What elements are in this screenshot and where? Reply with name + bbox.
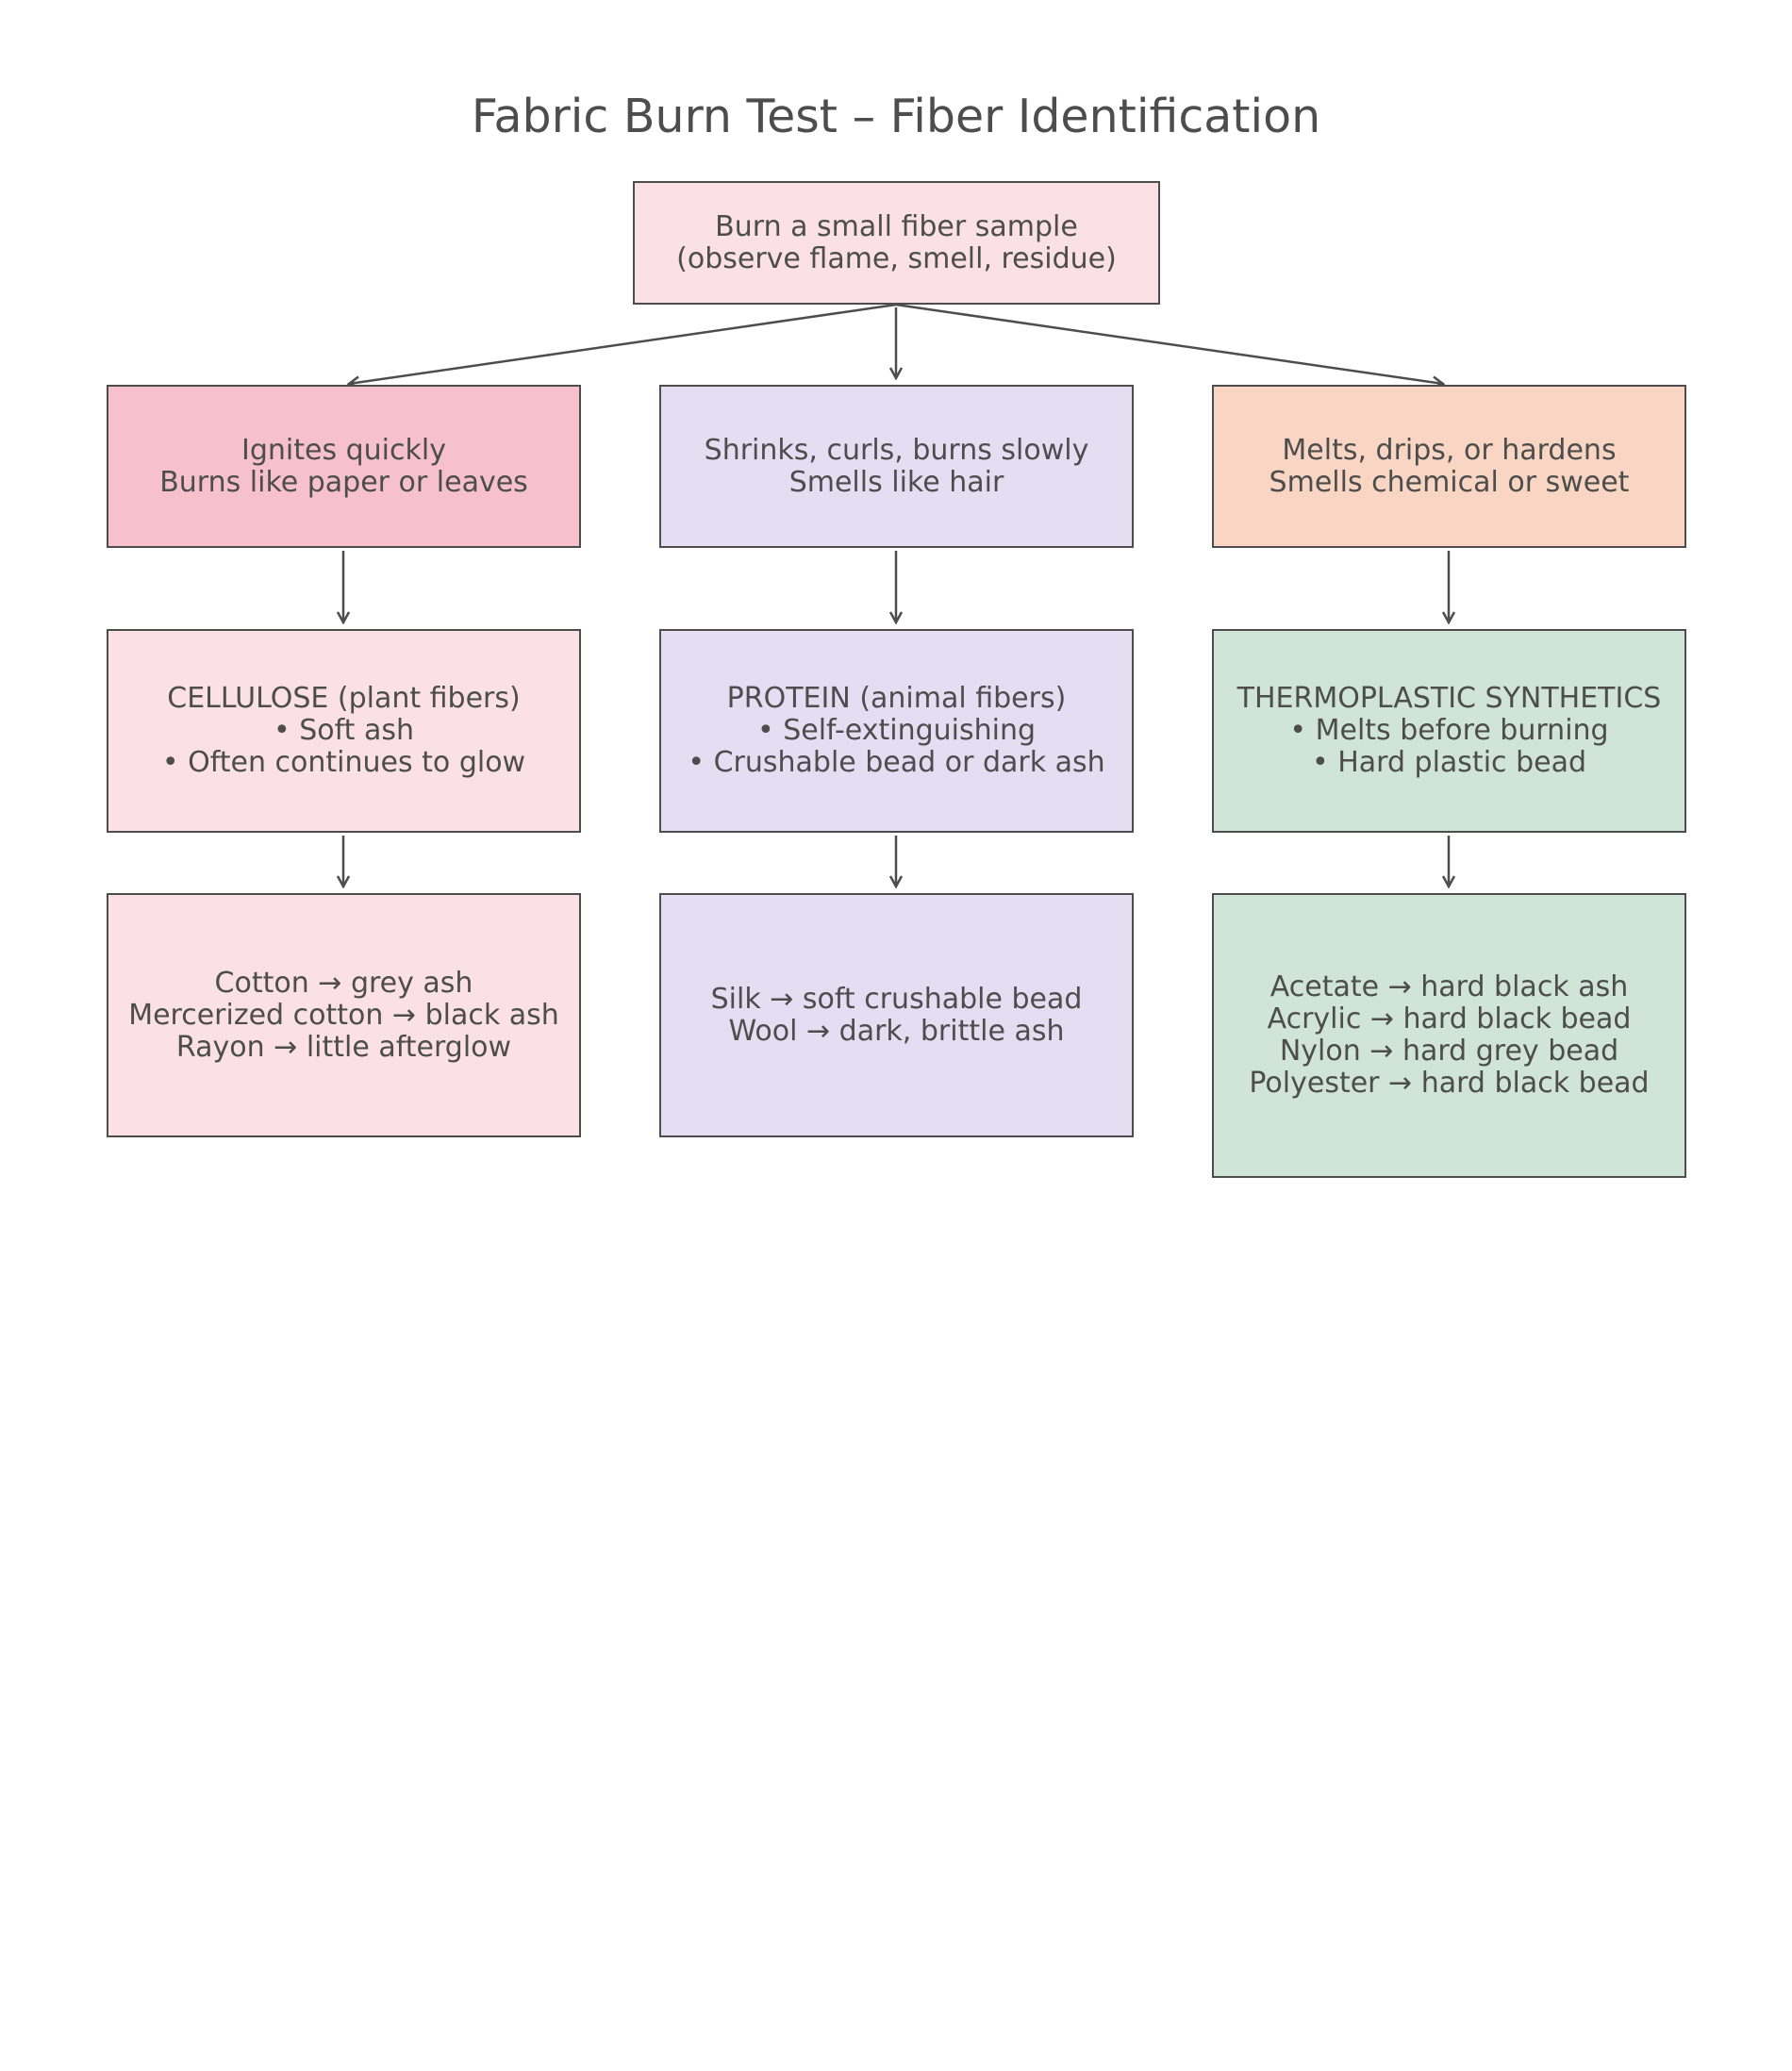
protein-examples-node: Silk → soft crushable bead Wool → dark, … [659, 893, 1134, 1137]
synthetic-observation-line-2: Smells chemical or sweet [1269, 465, 1630, 499]
cellulose-example-1: Cotton → grey ash [214, 966, 473, 1000]
synthetic-example-2: Acrylic → hard black bead [1267, 1002, 1632, 1036]
synthetic-observation-line-1: Melts, drips, or hardens [1282, 433, 1617, 467]
protein-observation-node: Shrinks, curls, burns slowly Smells like… [659, 385, 1134, 548]
root-node: Burn a small fiber sample (observe flame… [633, 181, 1160, 305]
protein-category-node: PROTEIN (animal fibers) • Self-extinguis… [659, 629, 1134, 833]
protein-observation-line-2: Smells like hair [788, 465, 1004, 499]
synthetic-example-1: Acetate → hard black ash [1269, 970, 1629, 1003]
root-line-2: (observe flame, smell, residue) [676, 241, 1117, 275]
cellulose-observation-line-1: Ignites quickly [241, 433, 446, 467]
cellulose-category-bullet-2: • Often continues to glow [161, 746, 526, 779]
root-line-1: Burn a small fiber sample [715, 209, 1078, 243]
protein-observation-line-1: Shrinks, curls, burns slowly [704, 433, 1089, 467]
cellulose-observation-line-2: Burns like paper or leaves [159, 465, 528, 499]
cellulose-category-heading: CELLULOSE (plant fibers) [167, 682, 521, 715]
synthetic-observation-node: Melts, drips, or hardens Smells chemical… [1212, 385, 1686, 548]
cellulose-example-2: Mercerized cotton → black ash [128, 998, 559, 1032]
synthetic-example-3: Nylon → hard grey bead [1279, 1035, 1619, 1068]
protein-category-bullet-2: • Crushable bead or dark ash [688, 746, 1105, 779]
protein-example-1: Silk → soft crushable bead [710, 982, 1083, 1016]
synthetic-category-bullet-1: • Melts before burning [1289, 714, 1609, 747]
cellulose-examples-node: Cotton → grey ash Mercerized cotton → bl… [107, 893, 581, 1137]
arrow-root-to-synthetic-observation [895, 303, 1443, 384]
cellulose-category-bullet-1: • Soft ash [274, 714, 414, 747]
protein-category-heading: PROTEIN (animal fibers) [726, 682, 1067, 715]
cellulose-example-3: Rayon → little afterglow [175, 1030, 512, 1064]
protein-example-2: Wool → dark, brittle ash [728, 1014, 1065, 1048]
synthetic-category-heading: THERMOPLASTIC SYNTHETICS [1236, 682, 1662, 715]
synthetic-examples-node: Acetate → hard black ash Acrylic → hard … [1212, 893, 1686, 1178]
cellulose-category-node: CELLULOSE (plant fibers) • Soft ash • Of… [107, 629, 581, 833]
synthetic-category-node: THERMOPLASTIC SYNTHETICS • Melts before … [1212, 629, 1686, 833]
synthetic-example-4: Polyester → hard black bead [1249, 1067, 1650, 1100]
diagram-title: Fabric Burn Test – Fiber Identification [471, 90, 1321, 143]
synthetic-category-bullet-2: • Hard plastic bead [1311, 746, 1586, 779]
cellulose-observation-node: Ignites quickly Burns like paper or leav… [107, 385, 581, 548]
arrow-root-to-cellulose-observation [349, 303, 897, 384]
protein-category-bullet-1: • Self-extinguishing [756, 714, 1037, 747]
